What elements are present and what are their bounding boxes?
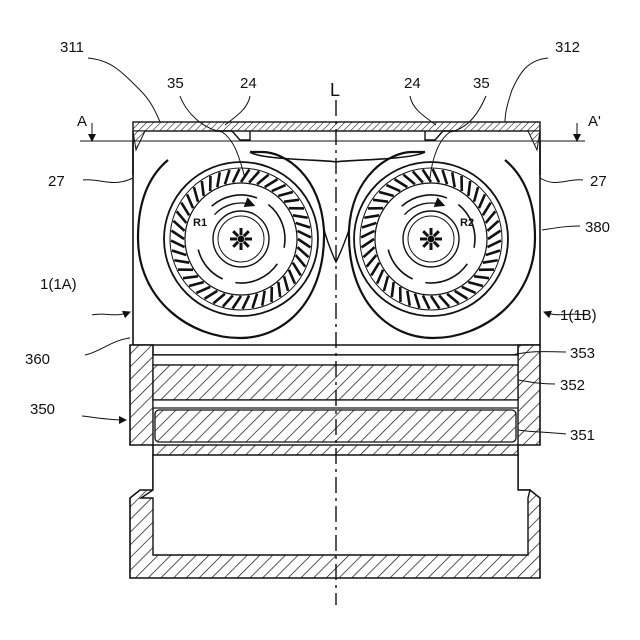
label-27-left: 27: [48, 173, 65, 190]
label-35-left: 35: [167, 75, 184, 92]
label-section-a: A: [77, 113, 87, 130]
label-360: 360: [25, 351, 50, 368]
label-r1: R1: [193, 217, 207, 229]
lower-box: [130, 345, 540, 578]
label-24-right: 24: [404, 75, 421, 92]
label-1-1b: 1(1B): [560, 307, 597, 324]
label-353: 353: [570, 345, 595, 362]
label-27-right: 27: [590, 173, 607, 190]
fan-impeller-right: [354, 162, 508, 316]
label-24-left: 24: [240, 75, 257, 92]
label-352: 352: [560, 377, 585, 394]
label-311: 311: [60, 39, 84, 56]
label-35-right: 35: [473, 75, 490, 92]
fan-impeller-left: [164, 162, 318, 316]
label-350: 350: [30, 401, 55, 418]
label-r2: R2: [460, 217, 474, 229]
label-312: 312: [555, 39, 580, 56]
label-axis-l: L: [330, 80, 340, 100]
label-351: 351: [570, 427, 595, 444]
label-section-a-prime: A': [588, 113, 601, 130]
label-1-1a: 1(1A): [40, 276, 77, 293]
label-380: 380: [585, 219, 610, 236]
